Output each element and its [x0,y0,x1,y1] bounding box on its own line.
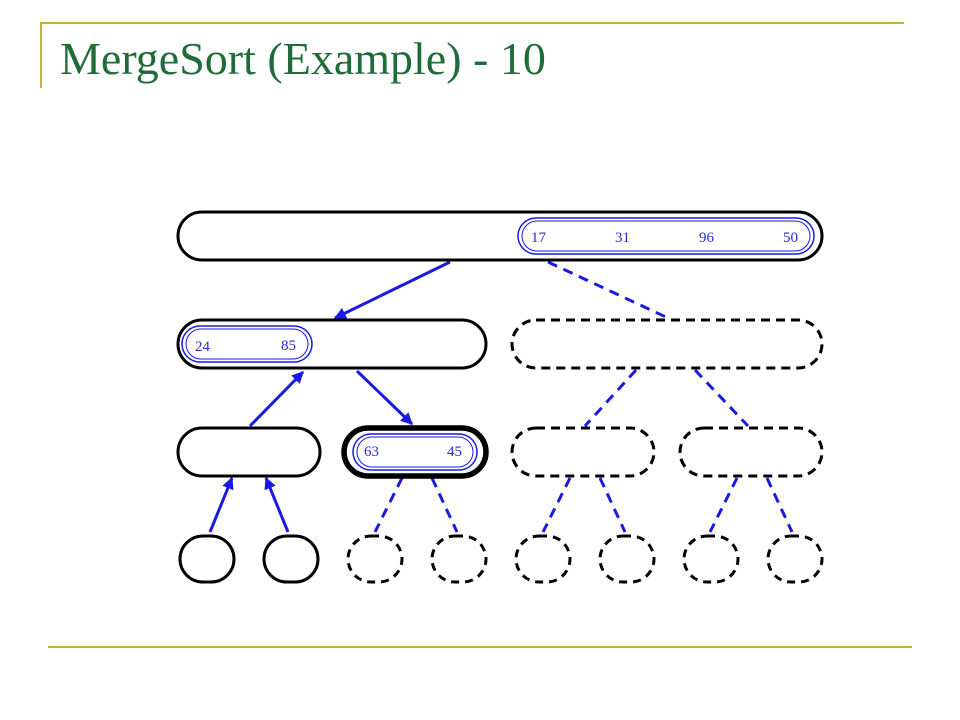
edge-right-to-lvl3-4 [693,368,750,428]
leaf-node-7 [682,534,740,584]
active-node-value-capsule [352,433,478,471]
edge-right-to-lvl3-3 [583,368,638,428]
edge-lvl3-4-to-leaf-7 [708,477,739,533]
leaf-node-4 [430,534,488,584]
active-node-value: 45 [447,444,462,460]
edge-root-to-left [333,260,451,320]
edge-lvl3-3-to-leaf-6 [598,477,627,533]
left-rule [40,22,42,88]
lvl3-node-3 [510,426,656,478]
leaf-node-5 [514,534,572,584]
root-value: 96 [699,230,715,246]
left-child-value-capsule [181,325,313,363]
bottom-rule [48,646,912,648]
left-child-value: 24 [195,339,211,355]
edge-lvl3-3-to-leaf-5 [541,477,572,533]
edge-lvl3-1-from-leaf-1 [208,476,234,533]
slide-title: MergeSort (Example) - 10 [60,33,546,84]
right-child-node [510,318,824,370]
edge-active-to-leaf-4 [430,477,459,533]
leaf-node-2 [262,534,320,584]
active-node-value: 63 [364,444,379,460]
left-child-value: 85 [281,338,296,354]
root-value-capsule [517,217,815,255]
edge-left-to-active [355,369,414,426]
edge-active-to-leaf-3 [373,477,404,533]
lvl3-node-1 [176,426,322,478]
leaf-node-1 [178,534,236,584]
root-value: 50 [783,230,798,246]
root-value: 17 [531,230,547,246]
root-node: 17 31 96 50 [176,210,824,262]
edge-root-to-right [547,260,669,320]
top-rule [40,22,904,24]
edge-lvl3-1-from-leaf-2 [264,476,290,533]
lvl3-node-4 [678,426,824,478]
active-node: 63 45 [341,425,489,479]
leaf-node-3 [346,534,404,584]
edge-lvl3-4-to-leaf-8 [765,477,794,533]
leaf-node-6 [598,534,656,584]
root-value: 31 [615,230,630,246]
edge-left-from-lvl3-1 [248,370,305,428]
leaf-node-8 [766,534,824,584]
left-child-node: 24 85 [176,318,488,370]
